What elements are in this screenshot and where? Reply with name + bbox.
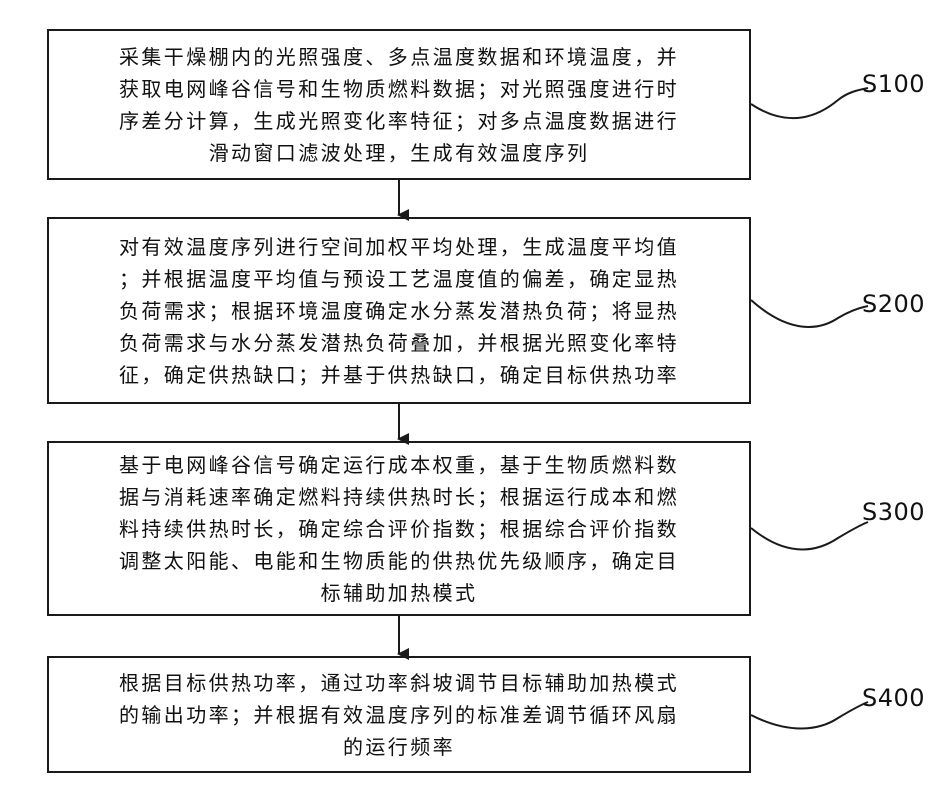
step-text-s400: 根据目标供热功率，通过功率斜坡调节目标辅助加热模式 的输出功率；并根据有效温度序…	[49, 667, 749, 763]
leader-line-s300	[751, 522, 868, 550]
leader-line-s100	[751, 88, 868, 118]
step-label-s200: S200	[862, 290, 925, 318]
step-label-s100: S100	[862, 70, 925, 98]
step-box-s400: 根据目标供热功率，通过功率斜坡调节目标辅助加热模式 的输出功率；并根据有效温度序…	[47, 656, 751, 773]
step-label-s300: S300	[862, 498, 925, 526]
step-label-s400: S400	[862, 684, 925, 712]
step-text-s300: 基于电网峰谷信号确定运行成本权重，基于生物质燃料数 据与消耗速率确定燃料持续供热…	[49, 449, 749, 609]
leader-line-s200	[751, 300, 868, 327]
step-text-s200: 对有效温度序列进行空间加权平均处理，生成温度平均值 ；并根据温度平均值与预设工艺…	[49, 231, 749, 391]
leader-line-s400	[751, 702, 868, 729]
step-box-s100: 采集干燥棚内的光照强度、多点温度数据和环境温度，并 获取电网峰谷信号和生物质燃料…	[47, 29, 751, 180]
step-box-s300: 基于电网峰谷信号确定运行成本权重，基于生物质燃料数 据与消耗速率确定燃料持续供热…	[47, 441, 751, 616]
step-text-s100: 采集干燥棚内的光照强度、多点温度数据和环境温度，并 获取电网峰谷信号和生物质燃料…	[49, 41, 749, 169]
step-box-s200: 对有效温度序列进行空间加权平均处理，生成温度平均值 ；并根据温度平均值与预设工艺…	[47, 217, 751, 404]
